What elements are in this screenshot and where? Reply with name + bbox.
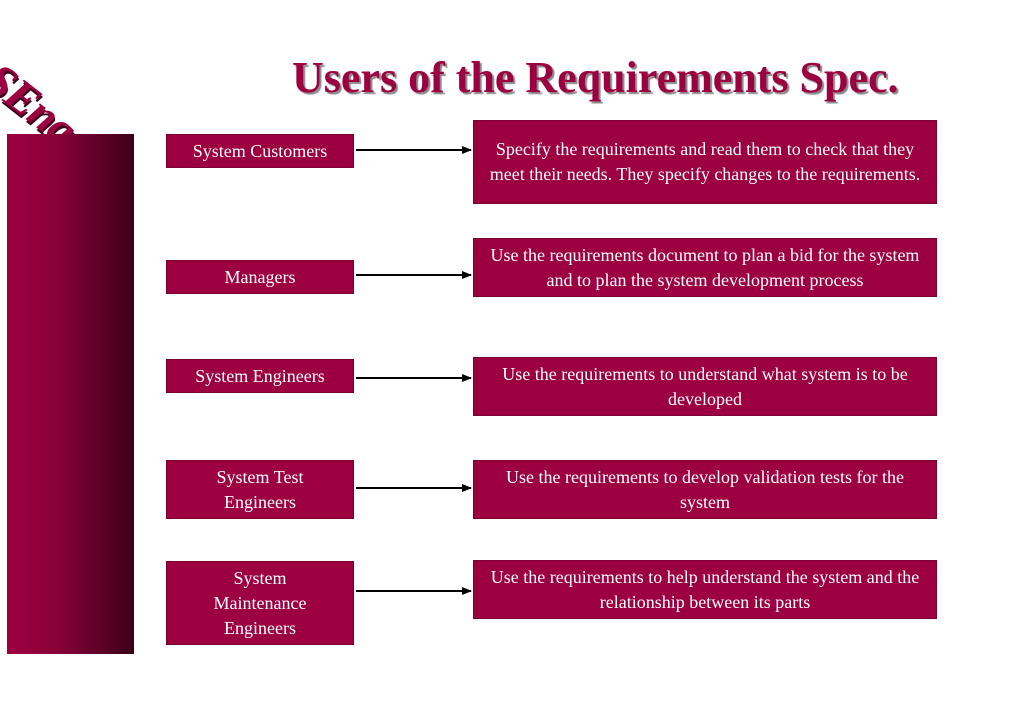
description-text: Use the requirements to understand what … xyxy=(502,363,908,409)
description-box-system-maintenance-engineers: Use the requirements to help understand … xyxy=(473,560,937,619)
user-label: System Customers xyxy=(192,140,328,161)
description-box-system-engineers: Use the requirements to understand what … xyxy=(473,357,937,416)
user-label: Managers xyxy=(224,266,296,287)
description-box-system-customers: Specify the requirements and read them t… xyxy=(473,120,937,204)
description-text: Use the requirements to help understand … xyxy=(490,566,920,612)
user-label: System Test Engineers xyxy=(216,466,304,512)
description-text: Use the requirements to develop validati… xyxy=(506,466,904,512)
user-box-system-maintenance-engineers: System Maintenance Engineers xyxy=(166,561,354,645)
description-text: Specify the requirements and read them t… xyxy=(489,139,921,184)
user-label: System Maintenance Engineers xyxy=(213,567,307,638)
page-title: Users of the Requirements Spec. xyxy=(292,53,899,102)
user-label: System Engineers xyxy=(195,365,325,386)
user-box-system-customers: System Customers xyxy=(166,134,354,168)
user-box-system-engineers: System Engineers xyxy=(166,359,354,393)
user-box-system-test-engineers: System Test Engineers xyxy=(166,460,354,519)
sidebar-decoration xyxy=(7,134,134,654)
description-text: Use the requirements document to plan a … xyxy=(490,244,920,290)
description-box-system-test-engineers: Use the requirements to develop validati… xyxy=(473,460,937,519)
user-box-managers: Managers xyxy=(166,260,354,294)
description-box-managers: Use the requirements document to plan a … xyxy=(473,238,937,297)
